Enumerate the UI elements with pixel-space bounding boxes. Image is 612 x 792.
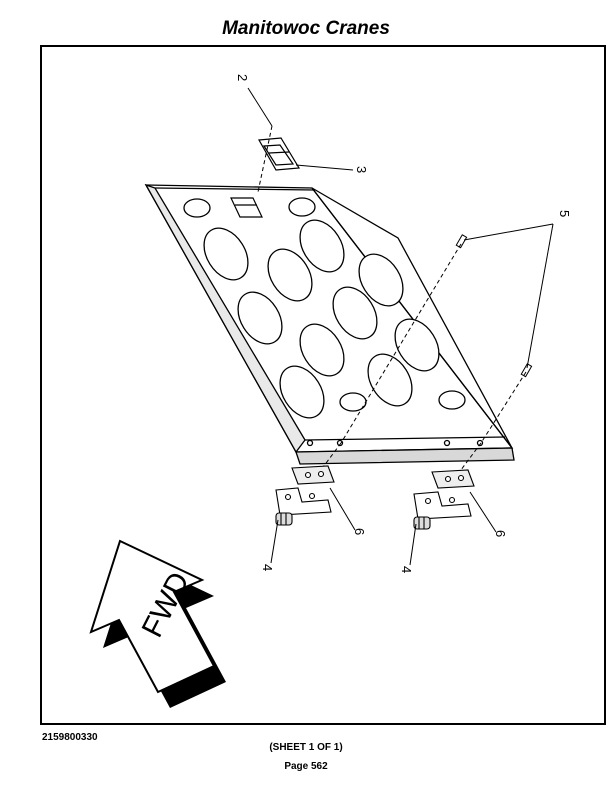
callout-label: 2	[235, 74, 250, 81]
hinge-left	[275, 465, 335, 526]
callout-6-leader	[469, 491, 497, 533]
sheet-label: (SHEET 1 OF 1)	[269, 742, 343, 753]
callout-label: 6	[493, 530, 508, 537]
page-number: Page 562	[284, 761, 328, 772]
callout-4-leader	[270, 519, 279, 564]
callout-2	[247, 87, 273, 193]
callout-6-leader	[329, 487, 356, 531]
callout-label: 6	[352, 528, 367, 535]
callout-label: 4	[260, 564, 275, 571]
callout-label: 4	[399, 566, 414, 573]
latch-part	[258, 137, 301, 171]
hinge-right	[413, 469, 475, 530]
plate-holes	[183, 197, 484, 447]
fwd-arrow-icon: FWD	[89, 539, 226, 708]
callout-4-leader	[409, 523, 417, 566]
callout-5-leaders	[463, 223, 554, 369]
page-title: Manitowoc Cranes	[222, 18, 390, 39]
pin-upper	[455, 234, 468, 249]
callout-label: 5	[557, 210, 572, 217]
callout-label: 3	[354, 166, 369, 173]
pin-lower	[520, 363, 533, 378]
drawing-frame	[40, 45, 606, 725]
latch-opening	[230, 197, 263, 218]
callout-3-leader	[295, 164, 354, 171]
document-number: 2159800330	[42, 732, 98, 743]
